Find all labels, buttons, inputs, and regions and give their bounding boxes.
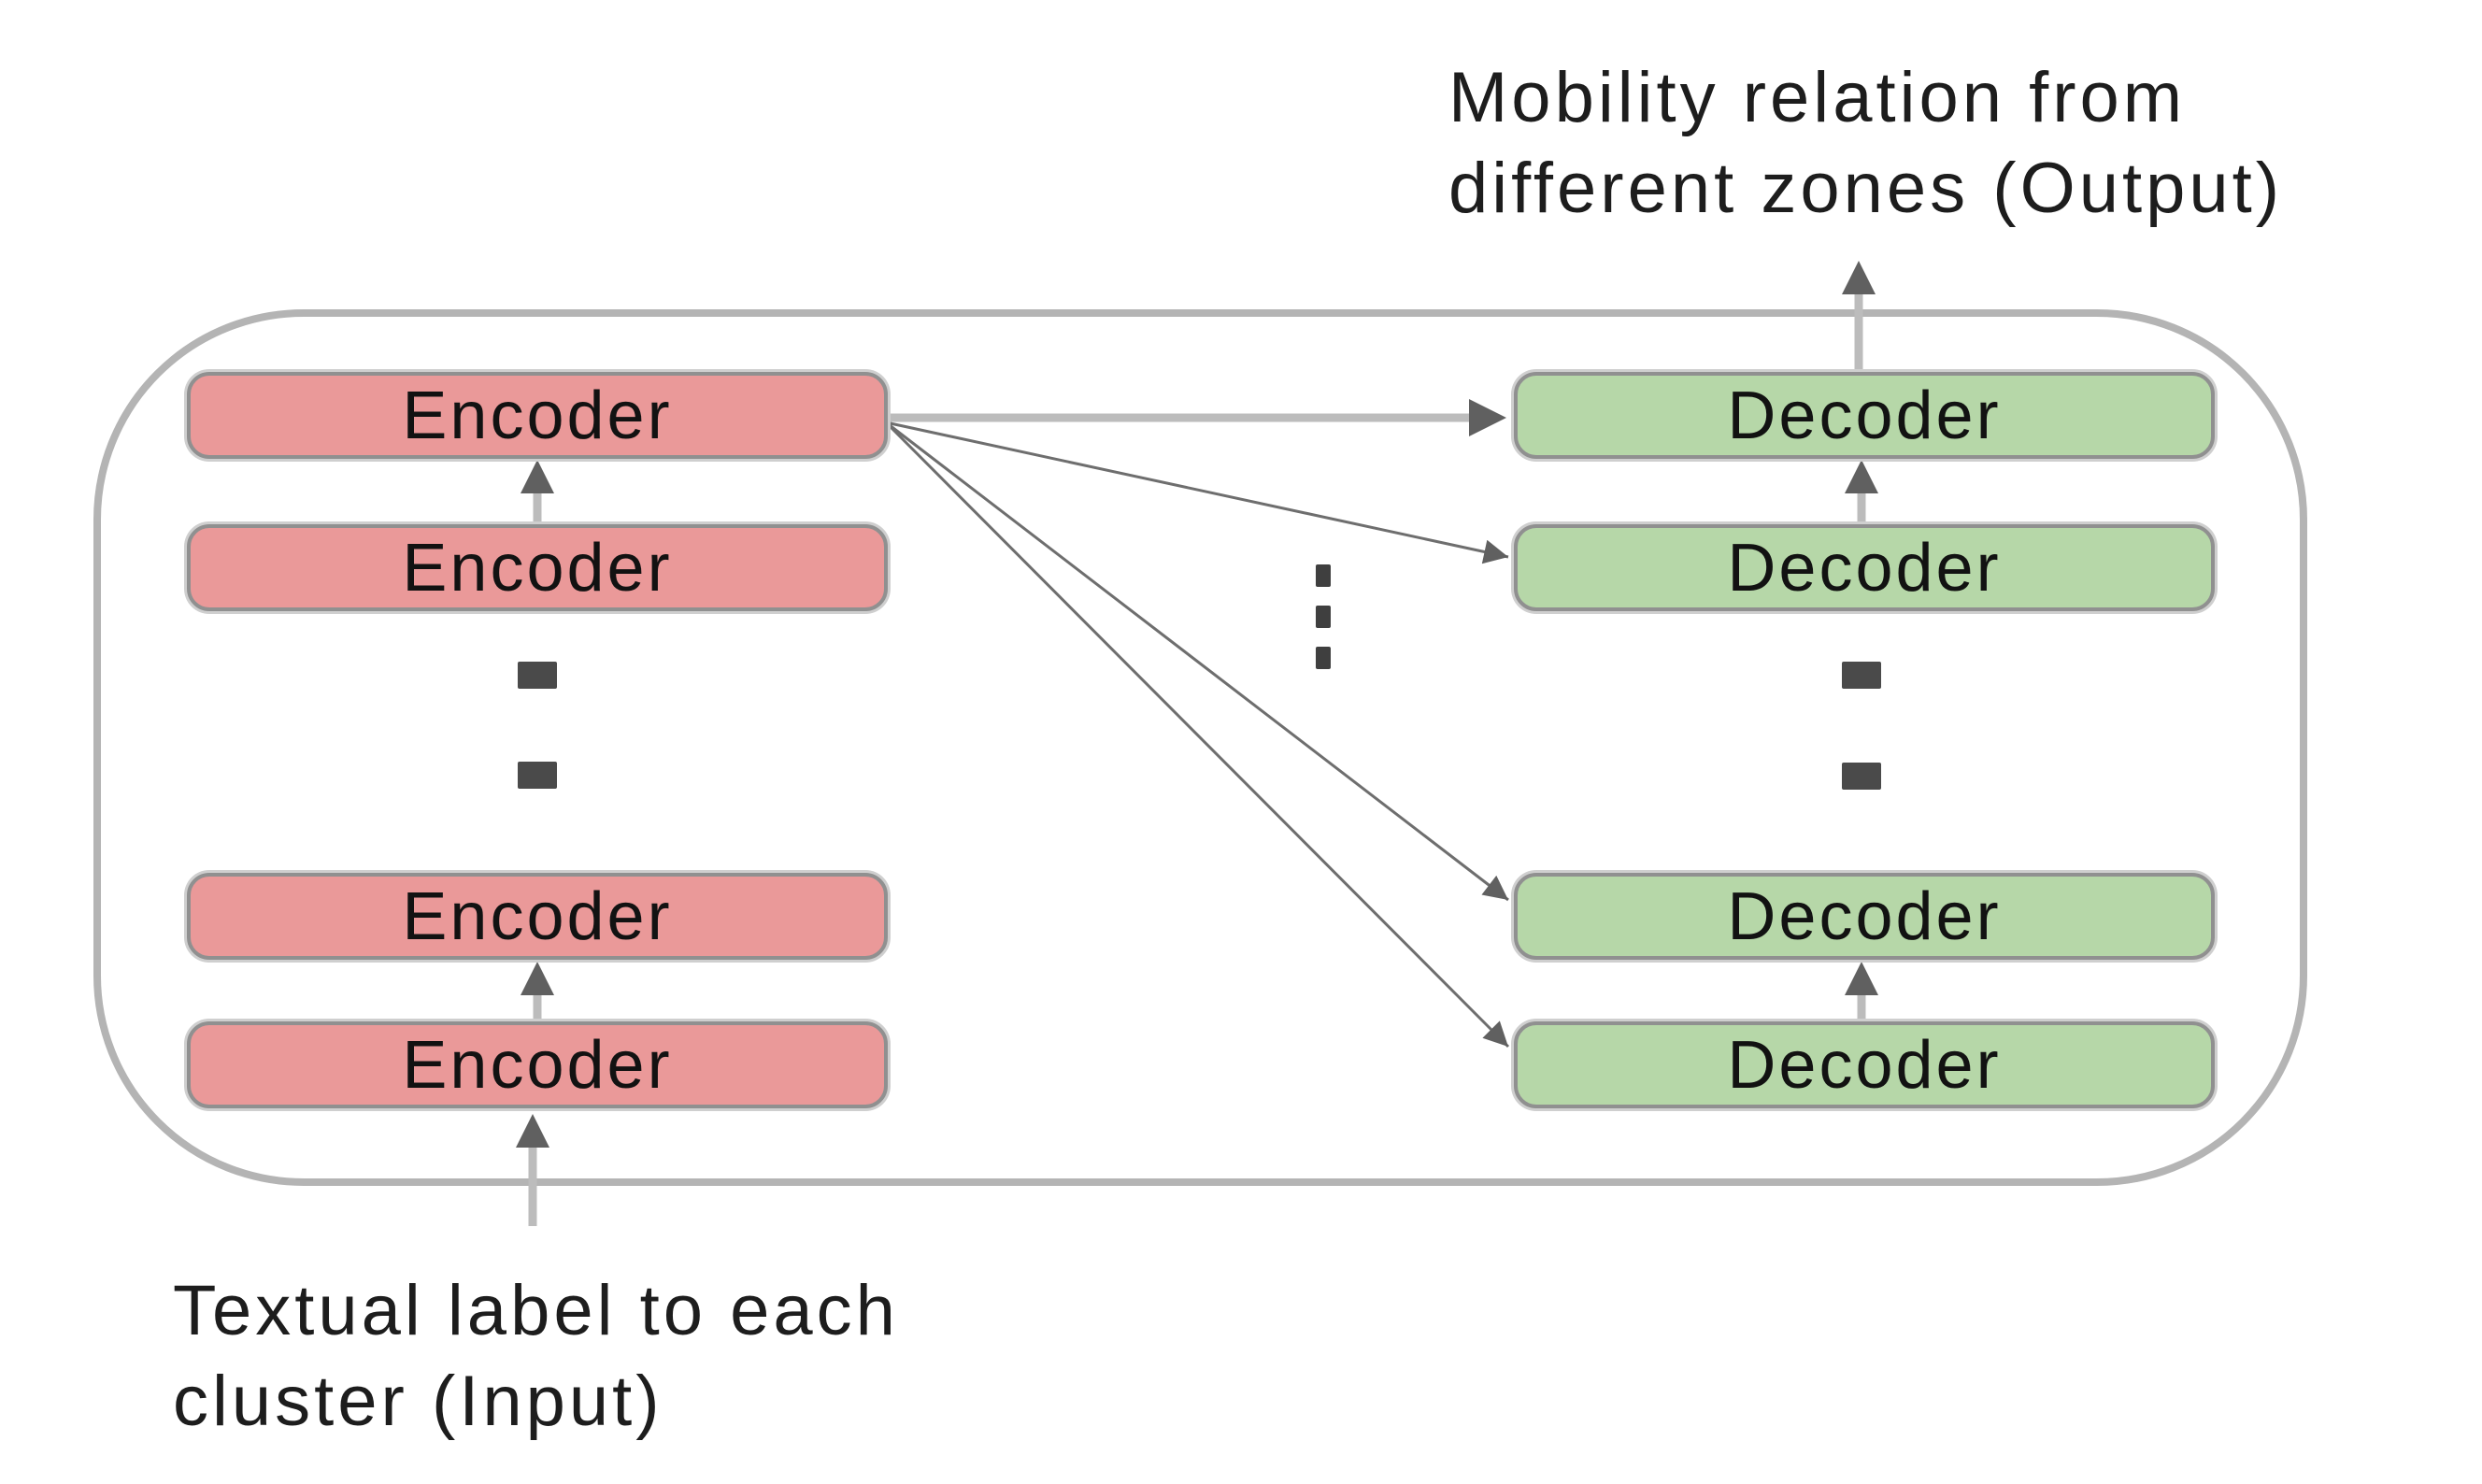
middle-ellipsis-dot: [1316, 564, 1331, 587]
input-label-line2: cluster (Input): [173, 1362, 663, 1441]
decoder-box-4-label: Decoder: [1727, 1027, 2002, 1103]
encoder-box-4: Encoder: [187, 1021, 888, 1108]
decoder-box-1: Decoder: [1514, 372, 2215, 459]
encoder-box-2-label: Encoder: [402, 530, 673, 606]
output-label: Mobility relation from different zones (…: [1448, 52, 2283, 234]
encoder-box-3-label: Encoder: [402, 878, 673, 954]
input-label-line1: Textual label to each: [173, 1271, 899, 1350]
encoder-box-4-label: Encoder: [402, 1027, 673, 1103]
middle-ellipsis-dot: [1316, 606, 1331, 628]
encoder-box-1-label: Encoder: [402, 378, 673, 453]
output-label-line1: Mobility relation from: [1448, 58, 2187, 137]
decoder-box-1-label: Decoder: [1727, 378, 2002, 453]
output-label-line2: different zones (Output): [1448, 149, 2284, 228]
encoder-ellipsis-dot: [518, 762, 557, 789]
decoder-ellipsis-dot: [1842, 763, 1881, 790]
decoder-box-2: Decoder: [1514, 524, 2215, 611]
middle-ellipsis-dot: [1316, 647, 1331, 669]
encoder-ellipsis-dot: [518, 662, 557, 689]
decoder-ellipsis-dot: [1842, 662, 1881, 689]
encoder-box-3: Encoder: [187, 873, 888, 960]
decoder-box-2-label: Decoder: [1727, 530, 2002, 606]
model-boundary-frame: [93, 309, 2307, 1186]
encoder-box-2: Encoder: [187, 524, 888, 611]
arrow-encoder1-to-decoder4: [884, 421, 1510, 1049]
decoder-box-3-label: Decoder: [1727, 878, 2002, 954]
arrow-encoder1-to-decoder3: [885, 421, 1509, 902]
input-label: Textual label to each cluster (Input): [173, 1265, 899, 1447]
decoder-box-4: Decoder: [1514, 1021, 2215, 1108]
arrow-encoder1-to-decoder2: [885, 421, 1509, 564]
encoder-box-1: Encoder: [187, 372, 888, 459]
decoder-box-3: Decoder: [1514, 873, 2215, 960]
